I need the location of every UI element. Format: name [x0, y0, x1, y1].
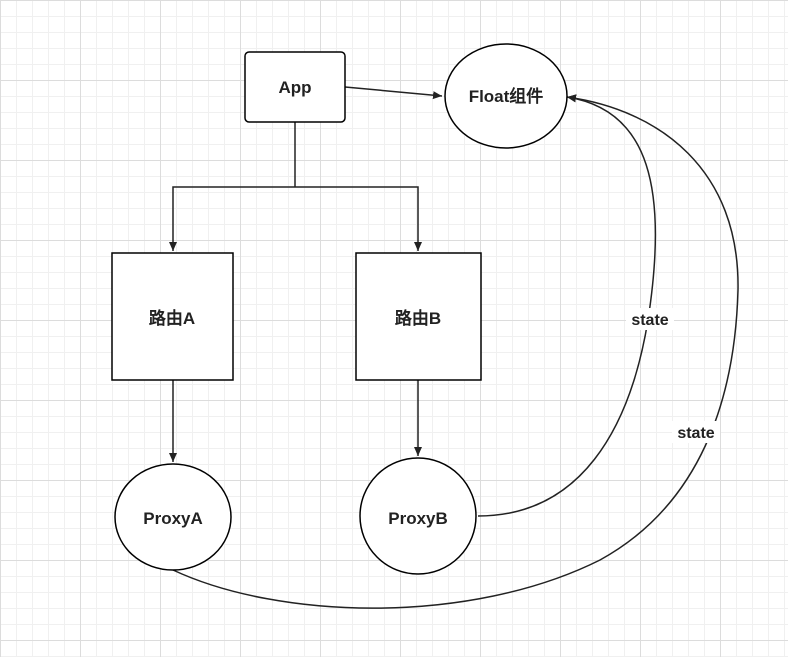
node-app[interactable]: App — [244, 51, 346, 123]
node-proxy-b-label: ProxyB — [388, 509, 448, 528]
node-proxy-a[interactable]: ProxyA — [114, 463, 232, 571]
node-proxy-b-ellipse — [359, 457, 477, 575]
edge-label-bg — [626, 308, 674, 330]
node-app-box — [244, 51, 346, 123]
edge-label-proxy-b-state: state — [631, 312, 668, 329]
edge-app-to-float — [344, 86, 443, 100]
node-route-b[interactable]: 路由B — [355, 252, 482, 381]
node-app-label: App — [278, 78, 311, 97]
node-route-b-box — [355, 252, 482, 381]
node-float-label: Float组件 — [469, 86, 544, 106]
node-float-ellipse — [444, 43, 568, 149]
node-route-b-label: 路由B — [395, 308, 441, 328]
node-float[interactable]: Float组件 — [444, 43, 568, 149]
edge-app-to-route-b — [295, 186, 422, 251]
node-proxy-b[interactable]: ProxyB — [359, 457, 477, 575]
node-proxy-a-ellipse — [114, 463, 232, 571]
node-route-a-label: 路由A — [149, 308, 195, 328]
node-route-a-box — [111, 252, 234, 381]
node-proxy-a-label: ProxyA — [143, 509, 203, 528]
edge-app-to-route-a — [169, 186, 295, 251]
edge-proxy-a-to-float — [172, 94, 739, 609]
edge-label-proxy-a-state: state — [677, 425, 714, 442]
node-route-a[interactable]: 路由A — [111, 252, 234, 381]
edge-label-bg — [672, 421, 720, 443]
edge-proxy-b-to-float — [477, 94, 657, 517]
